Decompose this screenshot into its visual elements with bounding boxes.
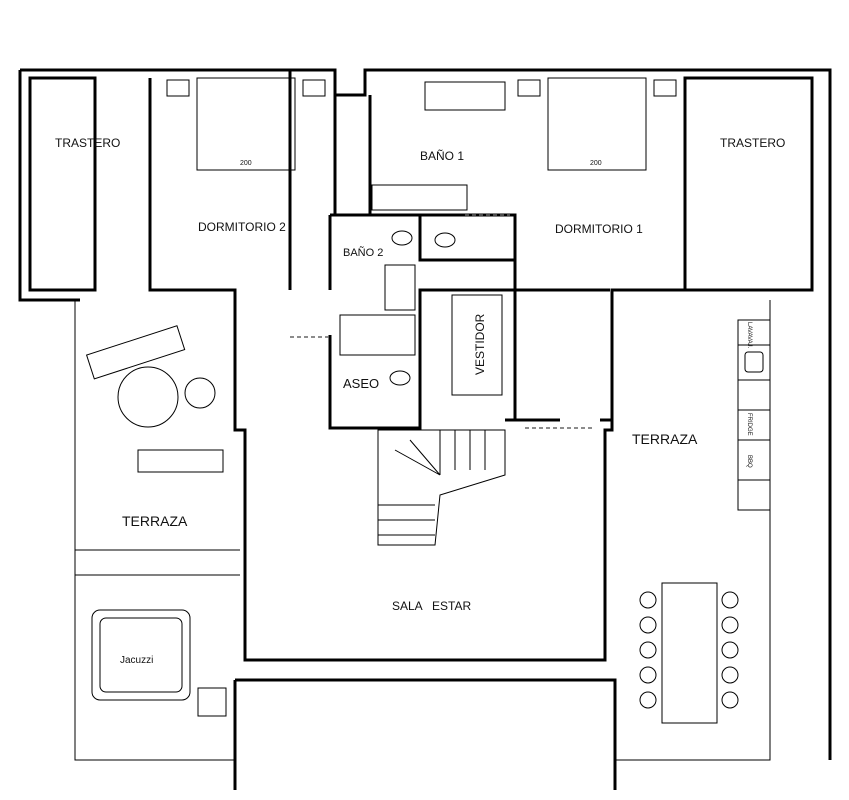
bath-door — [290, 214, 595, 429]
lounger — [85, 325, 186, 380]
walls — [18, 68, 832, 790]
umbrella — [117, 366, 179, 428]
vestidor-island — [451, 294, 503, 396]
staircase — [377, 429, 506, 546]
room-label-dormitorio-1: DORMITORIO 1 — [555, 222, 643, 236]
shower — [339, 314, 416, 356]
toilet — [389, 370, 411, 386]
room-label-bano-2: BAÑO 2 — [343, 246, 383, 259]
toilet — [434, 232, 456, 248]
room-label-bano-1: BAÑO 1 — [420, 149, 464, 163]
toilet — [391, 230, 413, 246]
room-label-sala-estar: SALA ESTAR — [392, 599, 471, 613]
room-label-terraza-left: TERRAZA — [122, 513, 188, 529]
jacuzzi-label: Jacuzzi — [120, 655, 153, 666]
side-table — [184, 377, 216, 409]
bathtub — [424, 81, 506, 111]
bed-2: 200 — [166, 77, 326, 171]
vanity — [371, 184, 468, 211]
jacuzzi-tub — [91, 609, 191, 701]
room-label-terraza-right: TERRAZA — [632, 431, 698, 447]
drain — [197, 687, 227, 717]
fridge-label: FRIDGE — [746, 413, 752, 436]
bed-1: 200 — [517, 77, 677, 171]
chairs — [639, 591, 739, 709]
room-label-trastero-left: TRASTERO — [55, 136, 120, 150]
room-label-aseo: ASEO — [343, 376, 379, 391]
room-label-vestidor: VESTIDOR — [473, 313, 487, 375]
sink — [384, 264, 416, 311]
lounger — [137, 449, 224, 473]
outdoor-kitchen: LAVAVAJ. FRIDGE BBQ — [737, 319, 771, 511]
room-label-dormitorio-2: DORMITORIO 2 — [198, 220, 286, 234]
dining-table — [661, 582, 718, 724]
bbq-label: BBQ — [746, 455, 752, 468]
bed-1-size: 200 — [590, 160, 602, 167]
bed-2-size: 200 — [240, 160, 252, 167]
dishwasher-label: LAVAVAJ. — [746, 322, 752, 349]
room-label-trastero-right: TRASTERO — [720, 136, 785, 150]
